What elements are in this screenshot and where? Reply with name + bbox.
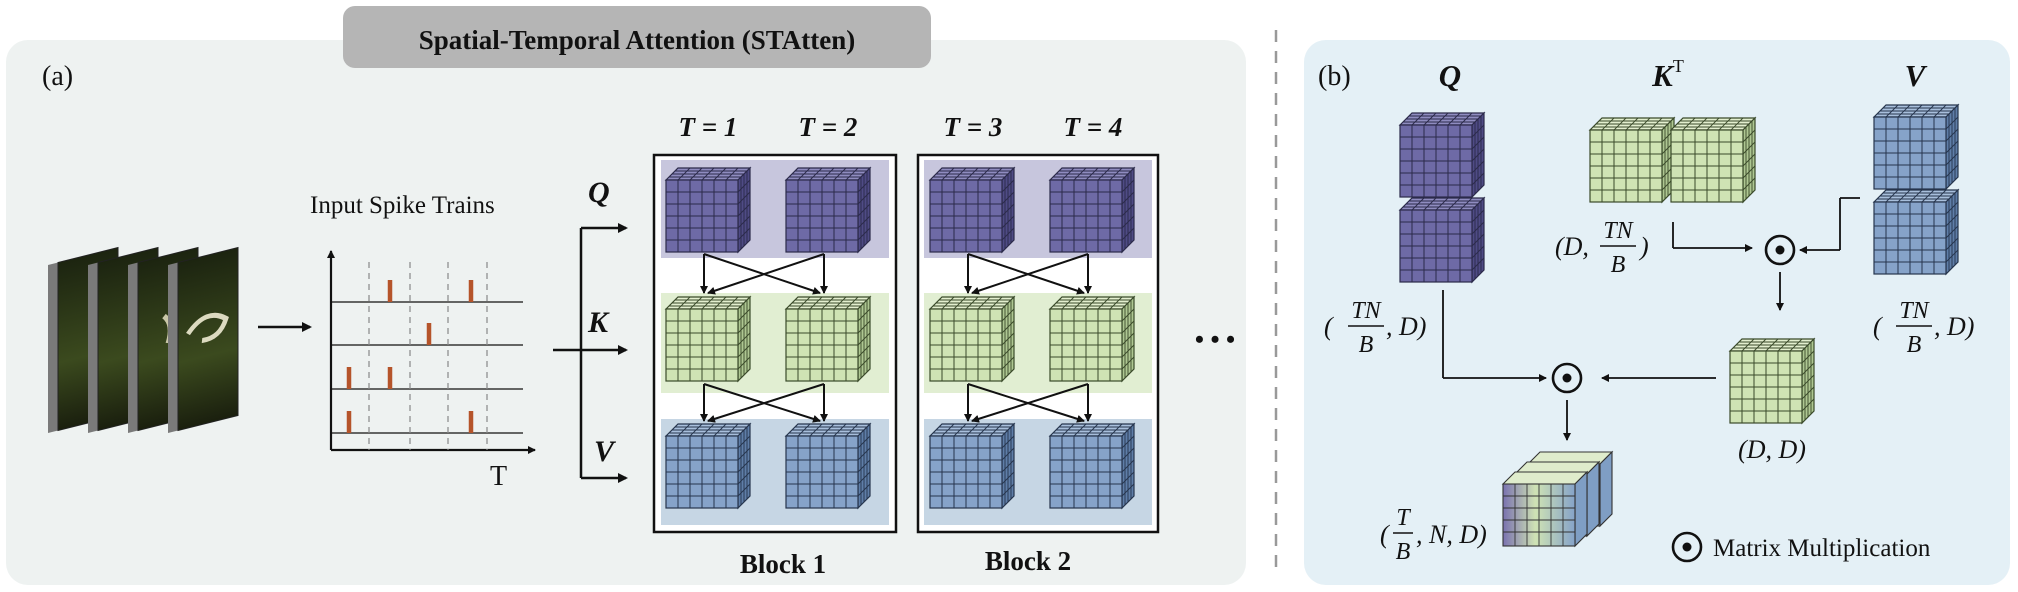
spike-axis-t-label: T xyxy=(490,461,507,492)
time-label-t2: T = 2 xyxy=(799,112,858,142)
continuation-ellipsis: • • • xyxy=(1195,325,1235,354)
dd-cube xyxy=(1729,338,1815,424)
kt-dim-den: B xyxy=(1611,252,1626,278)
block-1-label: Block 1 xyxy=(740,549,826,579)
dd-dim: (D, D) xyxy=(1738,435,1806,464)
q-cube-t4 xyxy=(1049,167,1137,253)
v-cube-t3 xyxy=(929,423,1015,509)
video-frames-image xyxy=(48,246,239,433)
v-dim-num: TN xyxy=(1899,298,1930,324)
block-2-label: Block 2 xyxy=(985,546,1071,576)
kt-cube-b-right xyxy=(1670,117,1756,203)
legend-label: Matrix Multiplication xyxy=(1713,535,1931,562)
q-cube-t3 xyxy=(929,167,1017,253)
kt-cube-b-left xyxy=(1589,117,1675,203)
kt-label-b: KT xyxy=(1651,56,1684,93)
kt-dim: (D, xyxy=(1555,232,1589,261)
q-dim-den: B xyxy=(1359,332,1374,358)
v-cube-b-bottom xyxy=(1873,189,1959,275)
kt-dim-rest: ) xyxy=(1638,232,1649,261)
time-label-t3: T = 3 xyxy=(944,112,1003,142)
block-1 xyxy=(652,153,898,534)
time-label-t1: T = 1 xyxy=(679,112,738,142)
v-cube-t4 xyxy=(1049,423,1135,509)
q-dim-num: TN xyxy=(1351,298,1382,324)
output-dim-rest: , N, D) xyxy=(1416,520,1487,549)
title-banner xyxy=(343,6,931,68)
k-cube-t1 xyxy=(665,296,751,382)
qkv-branch-arrows xyxy=(553,223,628,483)
output-dim-den: B xyxy=(1396,539,1411,565)
v-cube-t2 xyxy=(785,423,871,509)
q-label-b: Q xyxy=(1439,58,1461,93)
v-label-b: V xyxy=(1905,58,1928,93)
k-cube-t4 xyxy=(1049,296,1135,382)
time-label-t4: T = 4 xyxy=(1064,112,1123,142)
panel-b-label: (b) xyxy=(1318,61,1351,92)
v-dim-rest: , D) xyxy=(1934,312,1974,341)
v-label-a: V xyxy=(594,435,617,468)
spike-train-plot xyxy=(327,250,536,454)
q-cube-t2 xyxy=(785,167,873,253)
k-cube-t3 xyxy=(929,296,1015,382)
spike-trains-title: Input Spike Trains xyxy=(310,192,495,219)
q-cube-b-bottom xyxy=(1399,197,1487,283)
q-dim: ( xyxy=(1324,312,1334,341)
output-dim-num: T xyxy=(1396,505,1411,531)
k-cube-t2 xyxy=(785,296,871,382)
v-cube-b-top xyxy=(1873,104,1959,190)
diagram-title: Spatial-Temporal Attention (STAtten) xyxy=(419,25,856,55)
kt-dim-num: TN xyxy=(1603,218,1634,244)
q-label-a: Q xyxy=(588,176,610,209)
panel-a-label: (a) xyxy=(42,61,73,92)
q-cube-t1 xyxy=(665,167,753,253)
v-dim: ( xyxy=(1873,312,1883,341)
v-cube-t1 xyxy=(665,423,751,509)
v-dim-den: B xyxy=(1907,332,1922,358)
block-2 xyxy=(916,153,1160,534)
q-dim-rest: , D) xyxy=(1386,312,1426,341)
k-label-a: K xyxy=(587,306,610,339)
output-cubes xyxy=(1501,450,1614,548)
q-cube-b-top xyxy=(1399,112,1487,198)
output-dim-open: ( xyxy=(1380,520,1390,549)
